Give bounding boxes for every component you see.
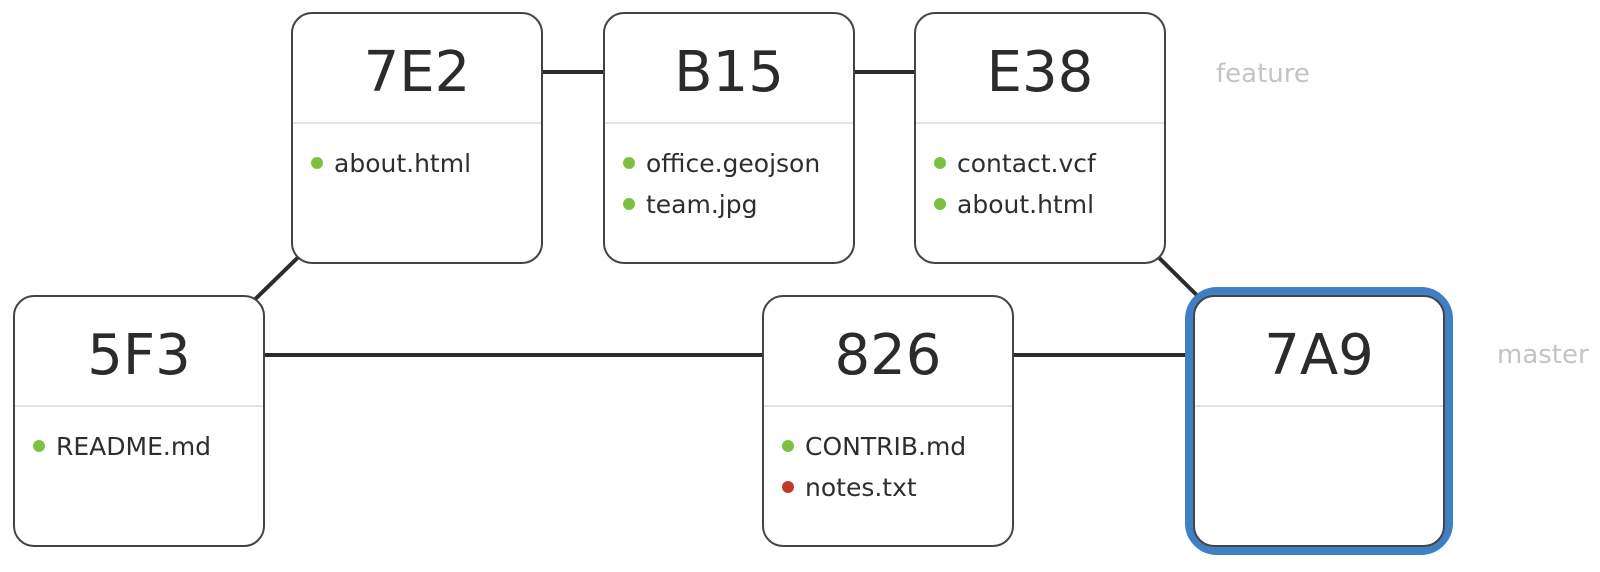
added-status-dot [33, 440, 45, 452]
branches-layer: feature master [1216, 59, 1589, 370]
highlight-ring [1185, 287, 1453, 555]
file-label: office.geojson [646, 149, 820, 178]
commit-hash: B15 [674, 40, 784, 105]
commit-hash: 7E2 [364, 40, 471, 105]
branch-label-feature: feature [1216, 59, 1310, 89]
commit-box [1193, 295, 1445, 547]
added-status-dot [782, 440, 794, 452]
commit-box [762, 295, 1014, 547]
file-label: about.html [334, 149, 471, 178]
commit-box [603, 12, 855, 264]
commit-node: 7E2 about.html [291, 12, 543, 264]
file-label: team.jpg [646, 190, 758, 219]
commit-box [291, 12, 543, 264]
commit-box [914, 12, 1166, 264]
commit-node: E38 contact.vcf about.html [914, 12, 1166, 264]
branch-label-master: master [1497, 340, 1589, 370]
file-label: about.html [957, 190, 1094, 219]
commit-hash: E38 [987, 40, 1094, 105]
commit-hash: 5F3 [87, 323, 190, 388]
added-status-dot [311, 157, 323, 169]
added-status-dot [934, 198, 946, 210]
file-label: CONTRIB.md [805, 432, 966, 461]
file-label: README.md [56, 432, 211, 461]
added-status-dot [623, 157, 635, 169]
commit-box [13, 295, 265, 547]
file-label: notes.txt [805, 473, 917, 502]
added-status-dot [623, 198, 635, 210]
parent-arrow [242, 336, 800, 374]
file-label: contact.vcf [957, 149, 1097, 178]
commit-hash: 7A9 [1264, 323, 1374, 388]
commit-node: 7A9 [1185, 287, 1453, 555]
added-status-dot [934, 157, 946, 169]
commit-node: B15 office.geojson team.jpg [603, 12, 855, 264]
removed-status-dot [782, 481, 794, 493]
commit-hash: 826 [835, 323, 942, 388]
